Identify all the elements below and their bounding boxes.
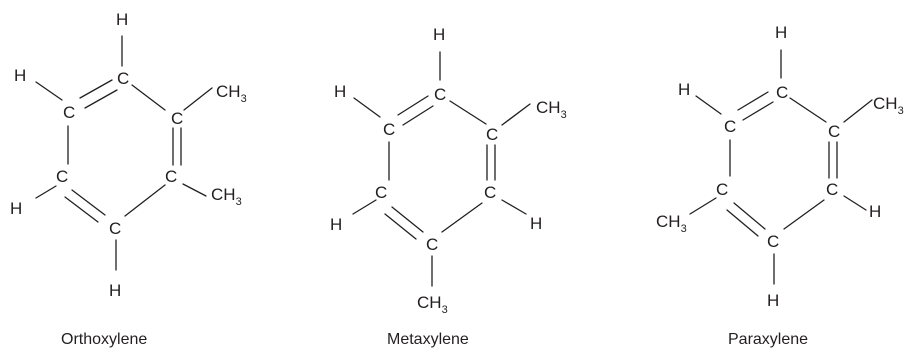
atom-c: C [826, 180, 838, 199]
atom-ch3-subscript: 3 [898, 105, 904, 117]
bond-ortho-1 [79, 79, 113, 99]
atom-c: C [56, 167, 68, 186]
atom-ch3-main: CH [536, 98, 561, 117]
atom-h: H [869, 202, 881, 221]
bond-meta-4 [441, 202, 483, 233]
atom-c: C [383, 120, 395, 139]
bond-meta-ch3 [501, 103, 531, 126]
atom-h: H [109, 281, 121, 300]
atom-h: H [433, 25, 445, 44]
molecule-name-metaxylene: Metaxylene [387, 331, 469, 348]
atom-c: C [767, 232, 779, 251]
atom-ch3-subscript: 3 [236, 196, 242, 208]
bond-meta-5 [391, 206, 424, 233]
atom-ch3: CH3 [536, 98, 567, 121]
atom-ch3: CH3 [211, 185, 242, 208]
bond-para-2 [789, 97, 827, 123]
bond-para-h-right [843, 195, 867, 211]
bond-para-ch3-right [843, 99, 873, 123]
bond-meta-2 [449, 100, 487, 125]
bond-ortho-5b [64, 196, 99, 223]
atom-c: C [828, 122, 840, 141]
atom-c: C [434, 85, 446, 104]
bond-ortho-5 [71, 189, 106, 216]
bond-para-h-left [695, 95, 722, 115]
bond-ortho-ch3-lower [182, 183, 207, 197]
atom-ch3-main: CH [873, 94, 898, 113]
bond-para-1b [742, 101, 774, 121]
atom-c: C [724, 117, 736, 136]
bond-ortho-2 [131, 84, 166, 111]
atom-h: H [678, 80, 690, 99]
bond-ortho-ch3-upper [183, 87, 213, 111]
molecule-name-orthoxylene: Orthoxylene [61, 331, 147, 348]
atom-h: H [330, 215, 342, 234]
bond-para-ch3-left [689, 197, 717, 215]
bond-meta-h-right [501, 199, 527, 215]
bond-meta-h-left [353, 97, 381, 118]
molecule-name-paraxylene: Paraxylene [728, 331, 808, 348]
atom-c: C [375, 183, 387, 202]
atom-c: C [486, 125, 498, 144]
bond-meta-1 [397, 95, 429, 116]
atom-c: C [426, 235, 438, 254]
bond-meta-5b [384, 213, 417, 240]
bond-para-5b [726, 209, 759, 237]
atom-ch3: CH3 [656, 212, 687, 235]
atom-c: C [109, 219, 121, 238]
atom-ch3-subscript: 3 [442, 304, 448, 316]
atom-c: C [63, 103, 75, 122]
bond-para-1 [737, 91, 769, 111]
bond-meta-h-left-low [352, 199, 377, 215]
atom-h: H [530, 214, 542, 233]
bond-ortho-h-left-low [35, 185, 57, 199]
atom-ch3-subscript: 3 [241, 93, 247, 105]
bond-ortho-4 [124, 184, 166, 217]
atom-c: C [171, 109, 183, 128]
atom-ch3-main: CH [216, 82, 241, 101]
atom-h: H [775, 23, 787, 42]
atom-ch3: CH3 [417, 293, 448, 316]
molecule-paraxylene: H C H C C CH3 C C CH3 H C H Paraxylene [656, 23, 904, 348]
atom-ch3-subscript: 3 [681, 223, 687, 235]
molecule-metaxylene: H C H C C CH3 C C H H C CH3 Metaxylene [330, 25, 567, 348]
atom-ch3: CH3 [216, 82, 247, 105]
atom-c: C [117, 69, 129, 88]
bond-para-4 [783, 199, 825, 230]
atom-h: H [334, 82, 346, 101]
bond-ortho-1b [84, 89, 118, 109]
atom-c: C [165, 167, 177, 186]
atom-ch3-main: CH [417, 293, 442, 312]
atom-h: H [767, 291, 779, 310]
atom-ch3-main: CH [211, 185, 236, 204]
atom-h: H [10, 199, 22, 218]
bond-ortho-h-left [35, 81, 63, 101]
atom-c: C [484, 183, 496, 202]
atom-h: H [14, 66, 26, 85]
bond-meta-1b [402, 105, 434, 126]
molecule-orthoxylene: H C H C C CH3 C C H CH3 C H Orthoxylene [10, 10, 247, 348]
atom-ch3-subscript: 3 [561, 109, 567, 121]
atom-ch3-main: CH [656, 212, 681, 231]
atom-c: C [716, 180, 728, 199]
atom-ch3: CH3 [873, 94, 904, 117]
bond-para-5 [733, 202, 766, 230]
atom-h: H [116, 10, 128, 29]
atom-c: C [776, 83, 788, 102]
